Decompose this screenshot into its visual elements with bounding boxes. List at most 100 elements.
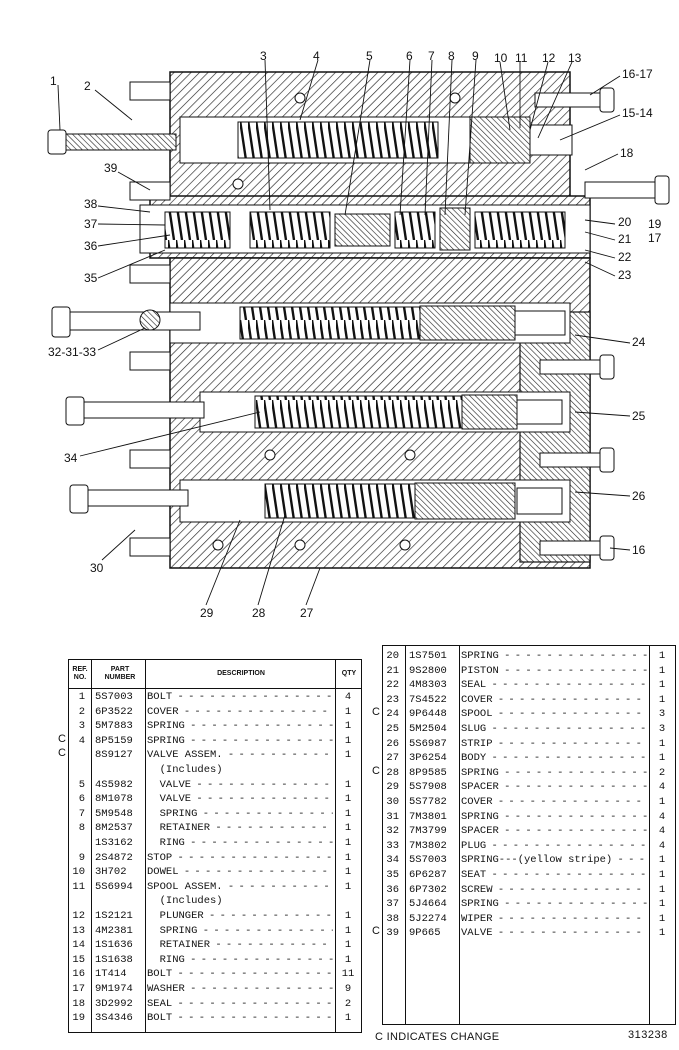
part-number-cell: 1S1636 xyxy=(95,939,133,952)
qty-cell: 3 xyxy=(658,708,666,721)
callout-17: 17 xyxy=(648,231,662,245)
qty-cell: 1 xyxy=(344,720,352,733)
part-number-cell: 8P5159 xyxy=(95,734,133,747)
description-cell: RETAINER xyxy=(147,821,333,836)
table-row: 375J4664SPRING1 xyxy=(383,897,675,912)
qty-cell: 11 xyxy=(341,968,355,981)
qty-cell: 1 xyxy=(344,793,352,806)
ref-cell: 13 xyxy=(72,924,85,937)
ref-cell: 18 xyxy=(72,997,85,1010)
part-number-cell: 9S2800 xyxy=(409,664,447,677)
part-number-cell: 1S2121 xyxy=(95,910,133,922)
part-number-cell: 6P7302 xyxy=(409,883,447,896)
description-cell: BOLT xyxy=(147,1011,333,1026)
ref-cell: 6 xyxy=(78,793,85,806)
qty-cell: 4 xyxy=(658,825,666,838)
callout-21: 21 xyxy=(618,232,632,246)
qty-cell: 2 xyxy=(658,766,666,779)
description-cell: COVER xyxy=(147,705,333,720)
description-cell: BOLT xyxy=(147,690,333,705)
description-cell: PLUNGER xyxy=(147,909,333,924)
qty-cell: 1 xyxy=(658,752,666,765)
callout-3: 3 xyxy=(260,49,267,63)
qty-cell: 1 xyxy=(658,693,666,706)
table-header: REF. NO. PART NUMBER DESCRIPTION QTY xyxy=(69,660,361,689)
parts-table-right: 201S7501SPRING1219S2800PISTON1224M8303SE… xyxy=(382,645,676,1025)
description-cell: SPOOL xyxy=(461,707,647,722)
part-number-cell: 5M2504 xyxy=(409,723,447,735)
description-cell: VALVE xyxy=(147,778,333,793)
dowel-holes xyxy=(212,92,461,551)
callout-labels: 1 2 3 4 5 6 7 8 9 10 11 12 13 16-17 15-1… xyxy=(48,49,662,620)
description-cell: COVER xyxy=(461,693,647,708)
ref-cell: 2 xyxy=(78,705,85,718)
ref-cell: 26 xyxy=(386,737,399,750)
ref-cell: 20 xyxy=(386,650,399,662)
table-row: 273P6254BODY1 xyxy=(383,751,675,766)
table-row: 179M1974WASHER9 xyxy=(69,982,361,997)
description-cell: SPOOL ASSEM. xyxy=(147,880,333,895)
table-row: 201S7501SPRING1 xyxy=(383,649,675,664)
table-row: 327M3799SPACER4 xyxy=(383,824,675,839)
ref-cell: 16 xyxy=(72,968,85,981)
qty-cell: 1 xyxy=(658,737,666,750)
ref-cell: 10 xyxy=(72,866,85,879)
qty-cell: 4 xyxy=(658,810,666,823)
part-number-cell: 7M3802 xyxy=(409,839,447,852)
callout-27: 27 xyxy=(300,606,314,620)
callout-15-14: 15-14 xyxy=(622,106,653,120)
callout-12: 12 xyxy=(542,51,556,65)
table-row: 399P665VALVE1 xyxy=(383,926,675,941)
qty-cell: 1 xyxy=(658,796,666,808)
description-cell: SEAL xyxy=(147,997,333,1012)
description-cell: BOLT xyxy=(147,967,333,982)
part-number-cell: 4M2381 xyxy=(95,924,133,937)
table-row: 265S6987STRIP1 xyxy=(383,737,675,752)
leader-lines xyxy=(57,59,631,606)
callout-7: 7 xyxy=(428,49,435,63)
qty-cell: 1 xyxy=(344,807,352,820)
qty-cell: 1 xyxy=(344,837,352,849)
description-cell: SPRING xyxy=(147,719,333,734)
ref-cell: 24 xyxy=(386,708,399,721)
callout-25: 25 xyxy=(632,409,646,423)
change-mark: C xyxy=(372,925,380,938)
description-cell: SPRING xyxy=(461,810,647,825)
callout-38: 38 xyxy=(84,197,98,211)
ref-cell: 21 xyxy=(386,664,399,677)
part-number-cell: 2S4872 xyxy=(95,851,133,864)
part-number-cell: 5S6994 xyxy=(95,880,133,893)
description-cell: COVER xyxy=(461,795,647,810)
callout-22: 22 xyxy=(618,250,632,264)
table-row: 288P9585SPRING2 xyxy=(383,766,675,781)
valve-body-section-drawing: 1 2 3 4 5 6 7 8 9 10 11 12 13 16-17 15-1… xyxy=(47,49,670,620)
description-cell: SPRING xyxy=(461,897,647,912)
description-cell: DOWEL xyxy=(147,865,333,880)
qty-cell: 1 xyxy=(344,939,352,952)
ref-cell: 38 xyxy=(386,912,399,925)
ref-cell: 25 xyxy=(386,723,399,735)
part-number-cell: 9P6448 xyxy=(409,708,447,721)
description-cell: (Includes) xyxy=(147,895,223,908)
description-cell: RING xyxy=(147,836,333,851)
callout-37: 37 xyxy=(84,217,98,231)
part-number-cell: 1S7501 xyxy=(409,650,447,662)
table-row: 24 9P6448 SPOOL 3 xyxy=(383,707,675,722)
callout-26: 26 xyxy=(632,489,646,503)
callout-11: 11 xyxy=(515,51,528,65)
callout-24: 24 xyxy=(632,335,646,349)
qty-cell: 4 xyxy=(658,781,666,794)
description-cell: VALVE ASSEM. xyxy=(147,748,333,763)
qty-cell: 1 xyxy=(658,912,666,925)
part-number-cell: 5J2274 xyxy=(409,912,447,925)
qty-cell: 1 xyxy=(344,910,352,922)
description-cell: WIPER xyxy=(461,912,647,927)
table-row: 92S4872STOP1 xyxy=(69,851,361,866)
qty-cell: 1 xyxy=(658,927,666,940)
ref-cell: 11 xyxy=(72,880,85,893)
ref-cell: 8 xyxy=(78,822,85,835)
callout-16-17: 16-17 xyxy=(622,67,653,81)
description-cell: VALVE xyxy=(461,926,647,941)
